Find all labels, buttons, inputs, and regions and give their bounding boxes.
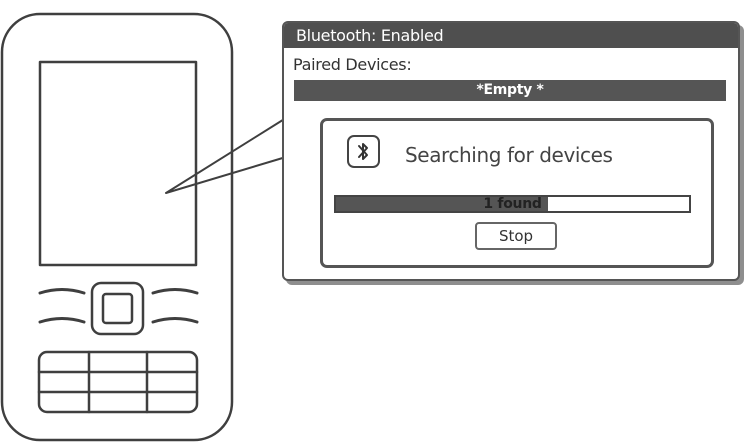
callout-pointer bbox=[165, 117, 287, 194]
keypad bbox=[37, 350, 199, 414]
phone-body bbox=[0, 12, 234, 442]
window-title: Bluetooth: Enabled bbox=[284, 23, 738, 48]
paired-devices-label: Paired Devices: bbox=[293, 55, 412, 74]
searching-status-text: Searching for devices bbox=[405, 143, 613, 167]
search-progress-bar: 1 found bbox=[334, 195, 691, 213]
stop-button[interactable]: Stop bbox=[475, 222, 557, 250]
search-progress-fill bbox=[336, 197, 548, 211]
left-soft-key bbox=[38, 288, 86, 324]
nav-center-key bbox=[101, 292, 134, 325]
devices-found-text: 1 found bbox=[483, 196, 542, 212]
phone-screen bbox=[38, 60, 198, 267]
paired-devices-list[interactable]: *Empty * bbox=[294, 80, 726, 101]
nav-pad bbox=[90, 281, 145, 336]
bluetooth-window: Bluetooth: Enabled Paired Devices: *Empt… bbox=[282, 21, 740, 281]
right-soft-key bbox=[151, 288, 199, 324]
bluetooth-icon bbox=[347, 135, 380, 168]
search-dialog: Searching for devices 1 found Stop bbox=[320, 118, 714, 268]
